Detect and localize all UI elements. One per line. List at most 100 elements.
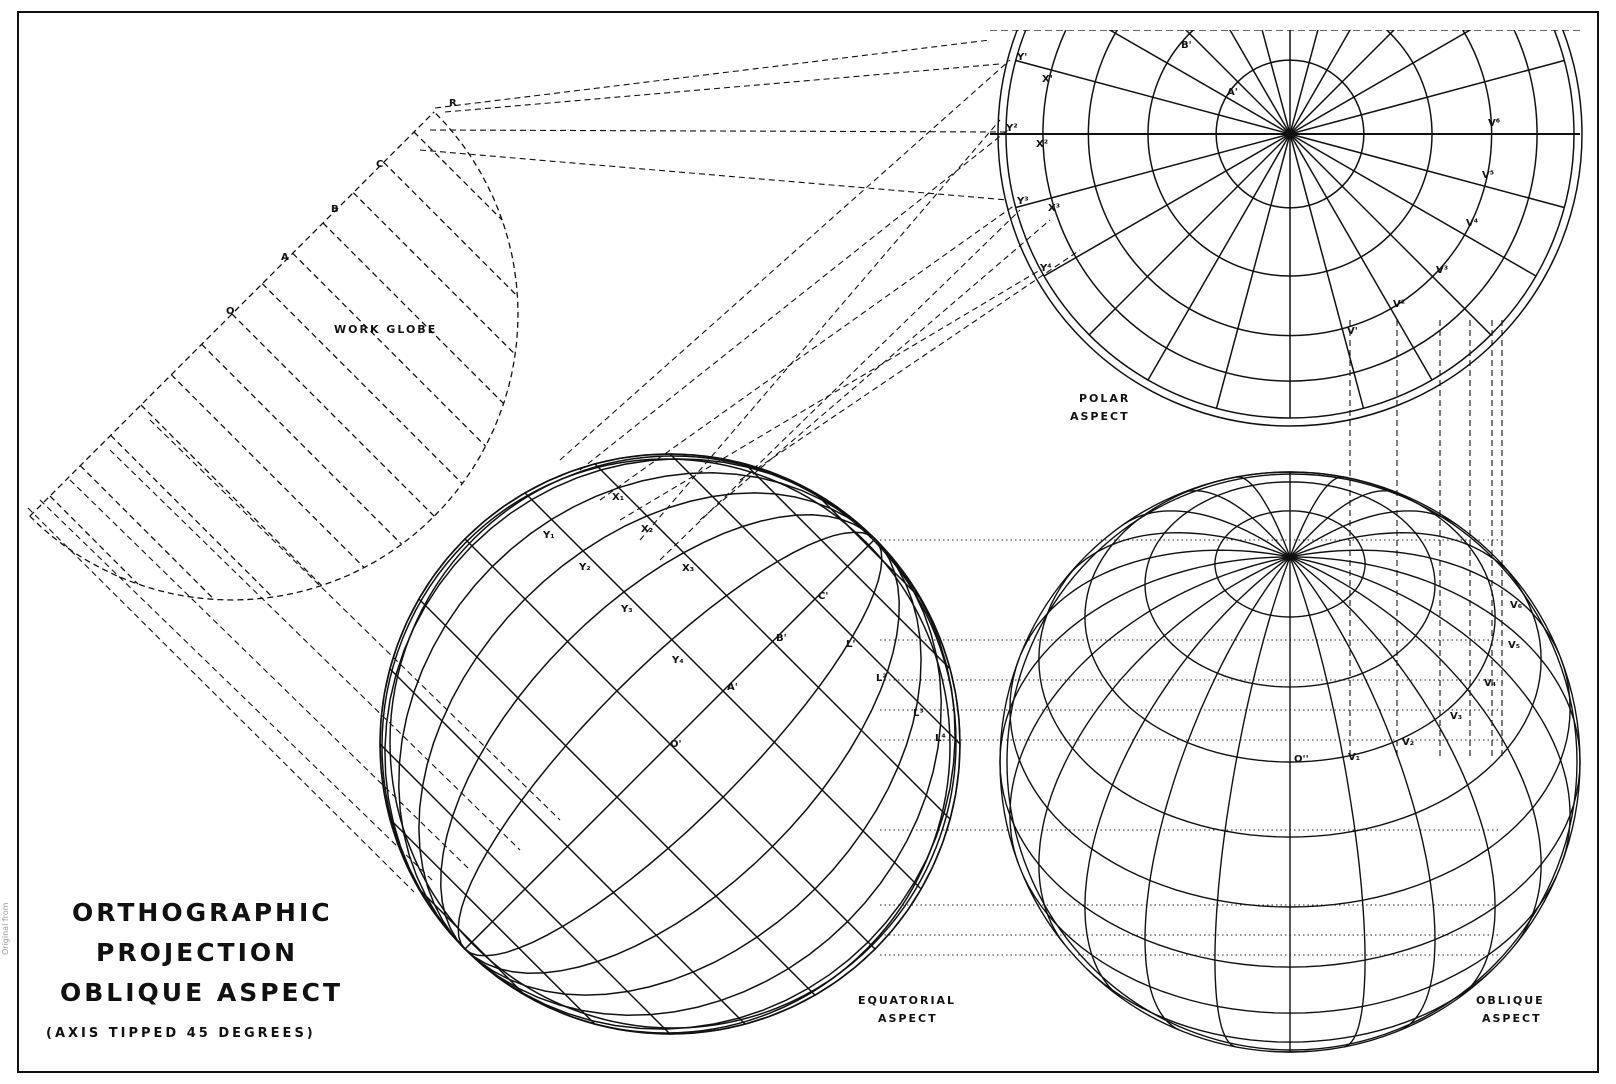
equatorial-label: X₃ [682, 563, 694, 574]
equatorial-meridian [379, 453, 876, 950]
work-globe-chord [140, 404, 323, 587]
work-globe-chord [231, 313, 435, 517]
work-globe-chord [170, 374, 365, 569]
polar-label: A' [1227, 87, 1238, 98]
equatorial-label: L' [846, 639, 855, 650]
polar-meridian [1289, 133, 1433, 381]
oblique-label: V₂ [1402, 737, 1414, 748]
equatorial-label: Y₁ [542, 530, 555, 541]
polar-meridian [1289, 30, 1351, 135]
work-globe-chord [110, 434, 273, 598]
polar-meridian [1043, 133, 1291, 277]
work-globe-chord [322, 222, 505, 405]
work-globe-chord [201, 343, 403, 545]
oblique-meridian [999, 556, 1291, 763]
polar-label: B' [1181, 40, 1192, 51]
polar-label: V² [1393, 299, 1405, 310]
title-line-1: ORTHOGRAPHIC [72, 898, 333, 927]
equatorial-label: O' [670, 739, 682, 750]
oblique-label: V₁ [1348, 752, 1360, 763]
polar-meridian [1289, 133, 1565, 209]
polar-label: Y² [1005, 123, 1018, 134]
equatorial-meridian [384, 458, 876, 950]
oblique-caption-line1: OBLIQUE [1476, 994, 1545, 1007]
oblique-label: O'' [1294, 754, 1309, 765]
work-globe-chord [261, 283, 463, 485]
oblique-rim-line [1006, 473, 1578, 1051]
polar-label: X³ [1048, 203, 1060, 214]
work-globe-point-a: A [281, 252, 289, 263]
equatorial-label: A' [727, 682, 738, 693]
oblique-meridian [1289, 556, 1436, 1031]
equatorial-meridian [464, 538, 961, 1035]
polar-meridian [1261, 30, 1291, 135]
polar-meridian [1215, 133, 1291, 409]
polar-meridian [1147, 133, 1291, 381]
construction-line [659, 209, 1021, 561]
oblique-meridian [1289, 531, 1513, 576]
work-globe-point-b: B [331, 204, 339, 215]
construction-line [699, 219, 1051, 521]
oblique-caption-line2: ASPECT [1482, 1012, 1542, 1025]
construction-line [39, 499, 433, 881]
polar-label: V³ [1436, 265, 1448, 276]
equatorial-meridian [398, 472, 876, 950]
equatorial-label: L³ [913, 708, 924, 719]
work-globe-chord [79, 465, 215, 600]
work-globe-point-r: R [449, 98, 457, 109]
construction-line [444, 63, 1001, 113]
polar-meridian [1289, 30, 1319, 135]
oblique-meridian [1020, 549, 1291, 655]
oblique-meridian [1289, 510, 1457, 558]
polar-meridian [1015, 133, 1291, 209]
oblique-meridian [1038, 556, 1291, 945]
sheet-border [17, 11, 1599, 1073]
margin-note: Original from [1, 902, 10, 955]
equatorial-label: L⁴ [935, 733, 946, 744]
work-globe-caption: WORK GLOBE [334, 323, 437, 336]
oblique-meridian [1289, 556, 1571, 864]
polar-meridian [1289, 133, 1537, 277]
equatorial-meridian [464, 538, 956, 1030]
work-globe-chord [352, 192, 516, 355]
title-line-2: PROJECTION [96, 938, 298, 967]
oblique-meridian [1067, 531, 1291, 576]
polar-label: X² [1036, 139, 1048, 150]
work-globe-chord [383, 161, 518, 297]
polar-label: V⁶ [1488, 118, 1500, 129]
equatorial-meridian [418, 492, 876, 950]
oblique-label: V₆ [1510, 600, 1522, 611]
work-globe-chord [292, 252, 487, 447]
construction-line [579, 129, 1009, 471]
polar-meridian [1289, 133, 1492, 336]
construction-line [639, 119, 1001, 541]
title-line-3: OBLIQUE ASPECT [60, 978, 343, 1007]
construction-line [69, 479, 471, 871]
oblique-meridian [1009, 556, 1291, 864]
work-globe-point-c: C [376, 159, 383, 170]
polar-label: V' [1347, 326, 1358, 337]
polar-caption-line2: ASPECT [1070, 410, 1130, 423]
construction-line [109, 449, 521, 851]
construction-line [27, 507, 415, 893]
oblique-aspect-globe [999, 471, 1581, 1053]
oblique-meridian [1289, 490, 1398, 558]
construction-line [149, 419, 561, 821]
construction-line [599, 204, 1016, 501]
polar-meridian [1108, 30, 1291, 135]
work-globe-chord [413, 131, 503, 221]
polar-label: V⁴ [1466, 218, 1478, 229]
polar-label: Y³ [1016, 196, 1029, 207]
oblique-meridian [1144, 556, 1291, 1031]
polar-meridian [1015, 59, 1291, 135]
work-globe-diagram [29, 111, 519, 601]
polar-label: X' [1042, 74, 1053, 85]
polar-caption-line1: POLAR [1079, 392, 1130, 405]
equatorial-meridian [464, 538, 942, 1016]
oblique-meridian [1214, 556, 1291, 1048]
polar-label: V⁵ [1482, 170, 1494, 181]
oblique-meridian [1084, 556, 1291, 998]
oblique-meridian [1289, 476, 1345, 558]
polar-meridian [1229, 30, 1291, 135]
polar-meridian [1184, 30, 1291, 135]
